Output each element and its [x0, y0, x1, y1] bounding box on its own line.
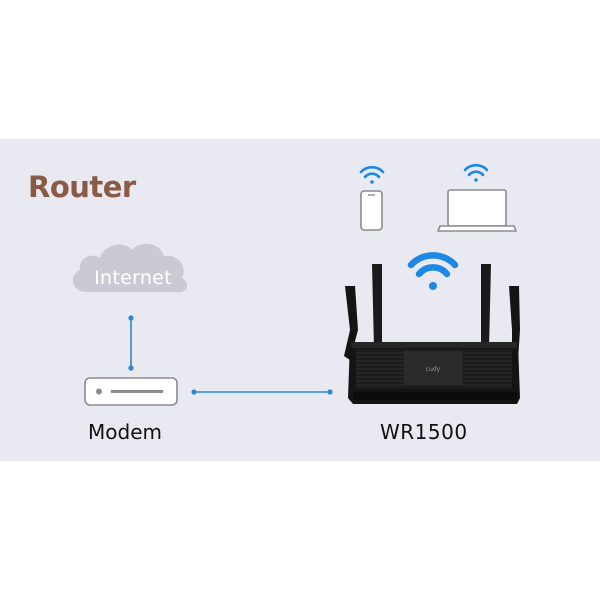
diagram-title: Router — [28, 170, 136, 204]
router-model-label: WR1500 — [380, 420, 468, 444]
router-icon — [344, 264, 520, 404]
phone-icon — [360, 190, 383, 231]
link-dot — [128, 315, 134, 321]
wifi-icon — [407, 252, 459, 290]
connection-lines — [128, 315, 333, 395]
cloud-icon — [72, 243, 188, 293]
modem-label: Modem — [88, 420, 162, 444]
wifi-icon — [359, 165, 385, 184]
laptop-icon — [437, 189, 517, 232]
wifi-icon — [463, 163, 489, 182]
link-dot — [128, 365, 134, 371]
modem-icon — [84, 377, 178, 406]
router-brand-label: cudy — [426, 366, 441, 373]
link-dot — [191, 389, 197, 395]
link-dot — [327, 389, 333, 395]
internet-label: Internet — [94, 267, 172, 289]
